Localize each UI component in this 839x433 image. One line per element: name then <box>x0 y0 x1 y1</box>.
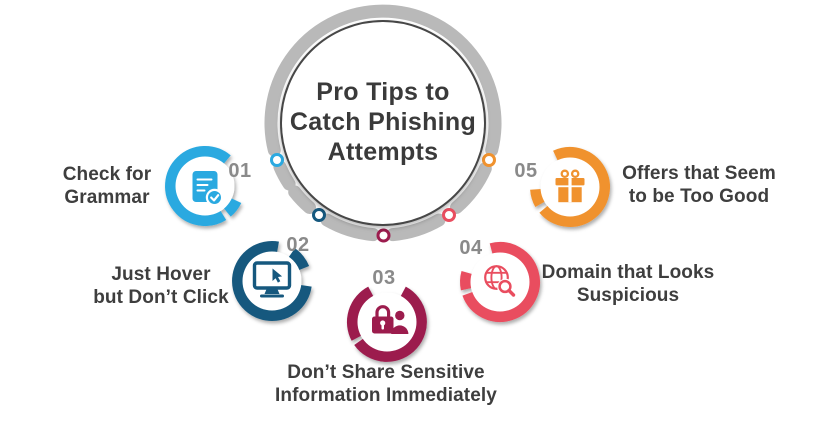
tip-01-graphic <box>165 146 242 227</box>
tip-03-graphic <box>346 286 427 362</box>
title-line: Pro Tips to <box>316 78 450 106</box>
globe-search-icon <box>484 265 516 297</box>
lock-user-icon <box>372 305 409 334</box>
connector-dot-01 <box>270 153 284 167</box>
label-line: Don’t Share Sensitive <box>287 362 485 383</box>
tip-01-label: Check for Grammar <box>7 163 207 209</box>
monitor-cursor-icon <box>252 261 292 298</box>
label-line: but Don’t Click <box>93 287 229 308</box>
tip-04-label: Domain that Looks Suspicious <box>528 261 728 307</box>
tip-04-graphic <box>460 242 541 322</box>
title-line: Attempts <box>327 138 439 166</box>
connector-dot-04 <box>442 208 456 222</box>
hub-dashed-ring <box>264 4 502 242</box>
hub-circle <box>280 20 486 226</box>
connector-dot-05 <box>482 153 496 167</box>
label-line: Domain that Looks <box>541 262 715 283</box>
tip-03-label: Don’t Share Sensitive Information Immedi… <box>266 361 506 407</box>
tip-02-number: 02 <box>286 234 310 256</box>
tip-01-number: 01 <box>228 160 252 182</box>
label-line: Just Hover <box>111 264 211 285</box>
label-line: Check for <box>62 164 152 185</box>
tip-04-number: 04 <box>459 237 483 259</box>
connector-dot-03 <box>376 228 391 243</box>
gift-icon <box>555 169 585 203</box>
tip-05-graphic <box>530 146 610 227</box>
infographic-title: Pro Tips to Catch Phishing Attempts <box>273 77 493 167</box>
tip-05-number: 05 <box>514 160 538 182</box>
tip-02-graphic <box>232 241 312 321</box>
tip-03-number: 03 <box>372 267 396 289</box>
document-check-icon <box>192 171 224 207</box>
tip-02-label: Just Hover but Don’t Click <box>61 263 261 309</box>
title-line: Catch Phishing <box>289 108 477 136</box>
connector-dot-02 <box>312 208 326 222</box>
tip-05-label: Offers that Seem to be Too Good <box>599 162 799 208</box>
label-line: to be Too Good <box>628 186 770 207</box>
label-line: Grammar <box>64 187 150 208</box>
label-line: Information Immediately <box>275 385 497 406</box>
label-line: Offers that Seem <box>622 163 776 184</box>
label-line: Suspicious <box>576 285 680 306</box>
